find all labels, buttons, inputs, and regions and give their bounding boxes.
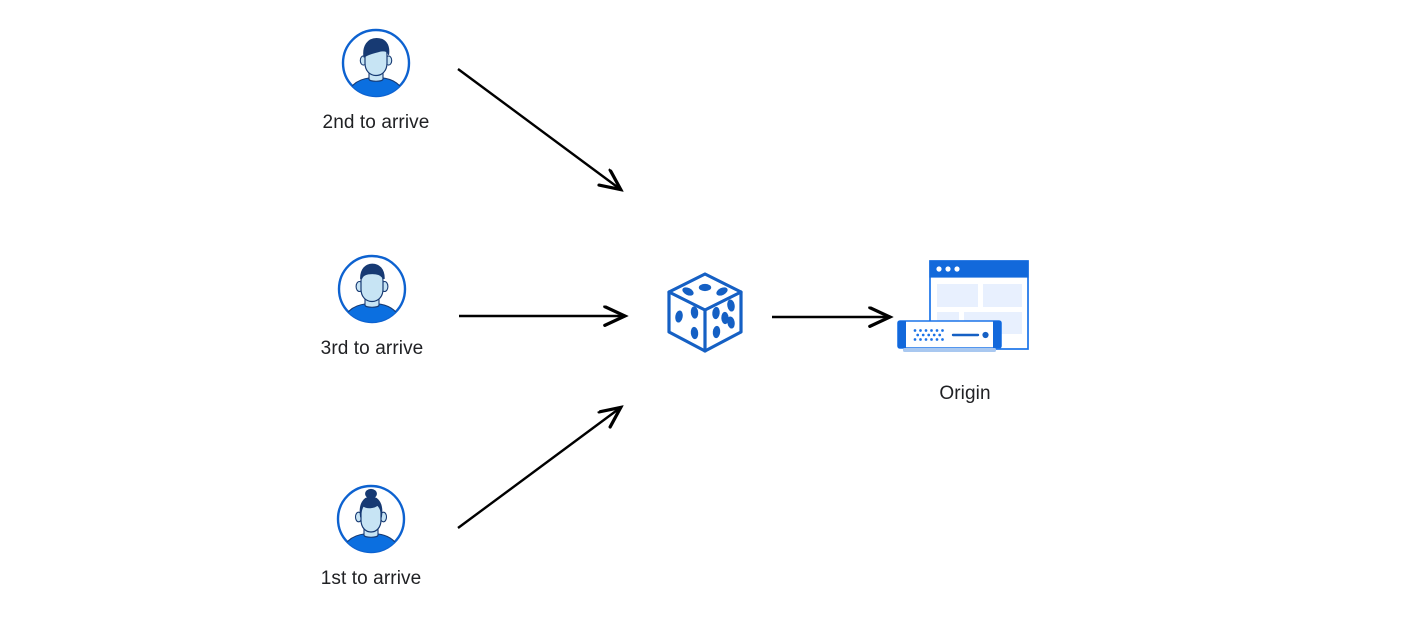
- arrow-visitor-top-to-dice: [457, 68, 620, 189]
- user-avatar-icon: [336, 253, 408, 325]
- node-visitor-bottom[interactable]: 1st to arrive: [297, 483, 445, 591]
- node-origin-label: Origin: [939, 383, 991, 404]
- user-avatar-icon: [335, 483, 407, 555]
- node-visitor-middle-label: 3rd to arrive: [320, 338, 424, 359]
- node-visitor-top[interactable]: 2nd to arrive: [302, 27, 450, 135]
- user-avatar-icon: [340, 27, 412, 99]
- node-visitor-bottom-label: 1st to arrive: [320, 568, 422, 589]
- node-randomizer[interactable]: [655, 262, 755, 362]
- dice-icon: [655, 262, 755, 362]
- arrow-visitor-bottom-to-dice: [457, 408, 620, 529]
- node-origin[interactable]: Origin: [895, 258, 1035, 406]
- node-visitor-middle[interactable]: 3rd to arrive: [298, 253, 446, 361]
- node-visitor-top-label: 2nd to arrive: [322, 112, 430, 133]
- origin-server-icon: [895, 258, 1035, 368]
- server-appliance: [897, 320, 1002, 352]
